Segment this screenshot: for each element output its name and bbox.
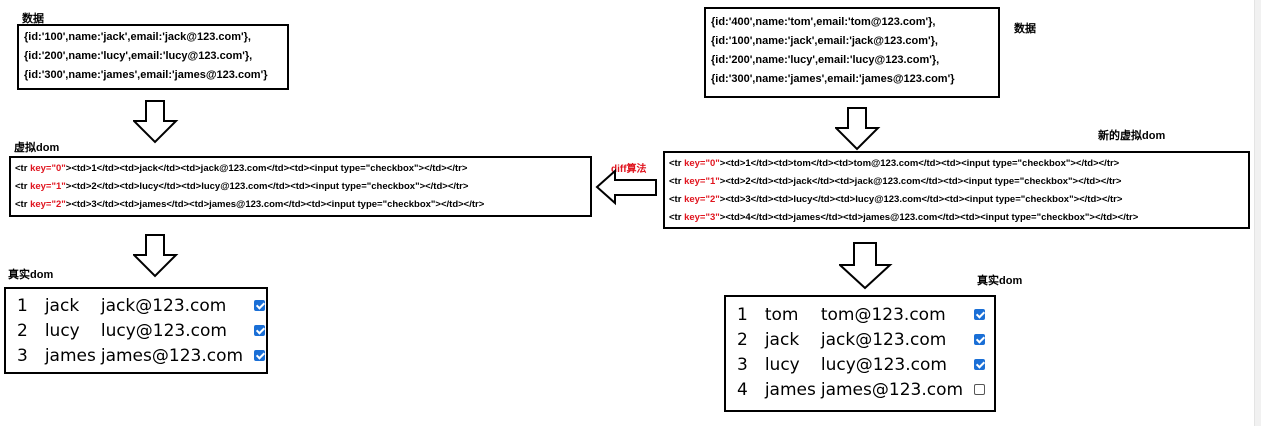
vdom-tag-open: <tr bbox=[15, 181, 31, 192]
vdom-row-content: ><td>3</td><td>lucy</td><td>lucy@123.com… bbox=[719, 194, 1123, 205]
left-real-dom-box: 1 jack jack@123.com 2 lucy lucy@123.com 3 james… bbox=[4, 287, 268, 374]
checked-checkbox[interactable] bbox=[254, 300, 266, 311]
cell-num: 1 bbox=[737, 304, 748, 325]
checked-checkbox[interactable] bbox=[974, 334, 986, 345]
vdom-line: <tr key="0"><td>1</td><td>tom</td><td>to… bbox=[669, 155, 1248, 173]
vdom-line: <tr key="3"><td>4</td><td>james</td><td>… bbox=[669, 209, 1248, 227]
cell-num: 2 bbox=[737, 329, 748, 350]
left-data-line: {id:'300',name:'james',email:'james@123.… bbox=[24, 69, 268, 81]
right-data-line: {id:'100',name:'jack',email:'jack@123.co… bbox=[711, 35, 938, 47]
vdom-line: <tr key="0"><td>1</td><td>jack</td><td>j… bbox=[15, 160, 590, 178]
cell-checkbox bbox=[966, 327, 988, 352]
vdom-key-attr: key="2" bbox=[684, 194, 720, 205]
cell-email: james@123.com bbox=[820, 379, 964, 400]
cell-email: lucy@123.com bbox=[820, 354, 947, 375]
cell-num: 2 bbox=[17, 320, 28, 341]
right-data-label: 数据 bbox=[1014, 23, 1036, 35]
checked-checkbox[interactable] bbox=[254, 325, 266, 336]
right-data-line: {id:'300',name:'james',email:'james@123.… bbox=[711, 73, 955, 85]
cell-num: 1 bbox=[17, 295, 28, 316]
cell-name: jack bbox=[764, 329, 800, 350]
cell-name: lucy bbox=[44, 320, 80, 341]
vdom-line: <tr key="1"><td>2</td><td>lucy</td><td>l… bbox=[15, 178, 590, 196]
cell-checkbox bbox=[246, 318, 268, 343]
down-arrow-icon bbox=[835, 107, 881, 151]
left-data-line: {id:'100',name:'jack',email:'jack@123.co… bbox=[24, 31, 251, 43]
left-vdom-box: <tr key="0"><td>1</td><td>jack</td><td>j… bbox=[9, 156, 592, 217]
vdom-row-content: ><td>3</td><td>james</td><td>james@123.c… bbox=[65, 199, 485, 210]
cell-email: lucy@123.com bbox=[100, 320, 227, 341]
vdom-tag-open: <tr bbox=[669, 212, 685, 223]
cell-email: james@123.com bbox=[100, 345, 244, 366]
vdom-key-attr: key="2" bbox=[30, 199, 66, 210]
vdom-row-content: ><td>2</td><td>lucy</td><td>lucy@123.com… bbox=[65, 181, 469, 192]
left-vdom-label: 虚拟dom bbox=[14, 142, 60, 154]
checked-checkbox[interactable] bbox=[974, 309, 986, 320]
right-real-label: 真实dom bbox=[977, 275, 1023, 287]
vdom-row-content: ><td>2</td><td>jack</td><td>jack@123.com… bbox=[719, 176, 1122, 187]
vdom-line: <tr key="2"><td>3</td><td>lucy</td><td>l… bbox=[669, 191, 1248, 209]
cell-checkbox bbox=[966, 302, 988, 327]
table-row: 2 lucy lucy@123.com bbox=[14, 318, 268, 343]
cell-email: jack@123.com bbox=[100, 295, 227, 316]
vdom-tag-open: <tr bbox=[669, 158, 685, 169]
cell-num: 4 bbox=[737, 379, 748, 400]
vdom-tag-open: <tr bbox=[669, 176, 685, 187]
vdom-key-attr: key="1" bbox=[684, 176, 720, 187]
unchecked-checkbox[interactable] bbox=[974, 384, 986, 395]
left-real-table: 1 jack jack@123.com 2 lucy lucy@123.com 3 james… bbox=[14, 293, 268, 368]
left-data-box: {id:'100',name:'jack',email:'jack@123.co… bbox=[17, 24, 289, 90]
right-data-line: {id:'200',name:'lucy',email:'lucy@123.co… bbox=[711, 54, 940, 66]
down-arrow-icon bbox=[133, 100, 179, 144]
cell-num: 3 bbox=[737, 354, 748, 375]
vdom-key-attr: key="0" bbox=[684, 158, 720, 169]
right-vdom-label: 新的虚拟dom bbox=[1098, 130, 1166, 142]
vdom-tag-open: <tr bbox=[669, 194, 685, 205]
down-arrow-icon bbox=[839, 242, 893, 290]
checked-checkbox[interactable] bbox=[974, 359, 986, 370]
table-row: 1 jack jack@123.com bbox=[14, 293, 268, 318]
vdom-key-attr: key="1" bbox=[30, 181, 66, 192]
cell-name: james bbox=[44, 345, 96, 366]
cell-num: 3 bbox=[17, 345, 28, 366]
cell-name: tom bbox=[764, 304, 799, 325]
cell-email: tom@123.com bbox=[820, 304, 946, 325]
table-row: 2 jack jack@123.com bbox=[734, 327, 988, 352]
cell-checkbox bbox=[246, 343, 268, 368]
left-data-line: {id:'200',name:'lucy',email:'lucy@123.co… bbox=[24, 50, 253, 62]
right-data-line: {id:'400',name:'tom',email:'tom@123.com'… bbox=[711, 16, 936, 28]
cell-name: lucy bbox=[764, 354, 800, 375]
down-arrow-icon bbox=[133, 234, 179, 278]
cell-email: jack@123.com bbox=[820, 329, 947, 350]
page-scrollbar[interactable] bbox=[1254, 0, 1261, 426]
vdom-key-attr: key="0" bbox=[30, 163, 66, 174]
vdom-row-content: ><td>1</td><td>tom</td><td>tom@123.com</… bbox=[719, 158, 1120, 169]
left-data-label: 数据 bbox=[22, 13, 44, 25]
vdom-line: <tr key="1"><td>2</td><td>jack</td><td>j… bbox=[669, 173, 1248, 191]
vdom-tag-open: <tr bbox=[15, 163, 31, 174]
left-real-label: 真实dom bbox=[8, 269, 54, 281]
right-data-box: {id:'400',name:'tom',email:'tom@123.com'… bbox=[704, 7, 1000, 98]
vdom-key-attr: key="3" bbox=[684, 212, 720, 223]
vdom-tag-open: <tr bbox=[15, 199, 31, 210]
vdom-line: <tr key="2"><td>3</td><td>james</td><td>… bbox=[15, 196, 590, 214]
left-arrow-icon bbox=[595, 168, 657, 206]
checked-checkbox[interactable] bbox=[254, 350, 266, 361]
cell-checkbox bbox=[246, 293, 268, 318]
table-row: 1 tom tom@123.com bbox=[734, 302, 988, 327]
cell-checkbox bbox=[966, 352, 988, 377]
cell-name: jack bbox=[44, 295, 80, 316]
cell-name: james bbox=[764, 379, 816, 400]
vdom-row-content: ><td>4</td><td>james</td><td>james@123.c… bbox=[719, 212, 1139, 223]
table-row: 3 lucy lucy@123.com bbox=[734, 352, 988, 377]
diff-label: diff算法 bbox=[611, 164, 647, 175]
cell-checkbox bbox=[966, 377, 988, 402]
vdom-row-content: ><td>1</td><td>jack</td><td>jack@123.com… bbox=[65, 163, 468, 174]
right-vdom-box: <tr key="0"><td>1</td><td>tom</td><td>to… bbox=[663, 151, 1250, 229]
